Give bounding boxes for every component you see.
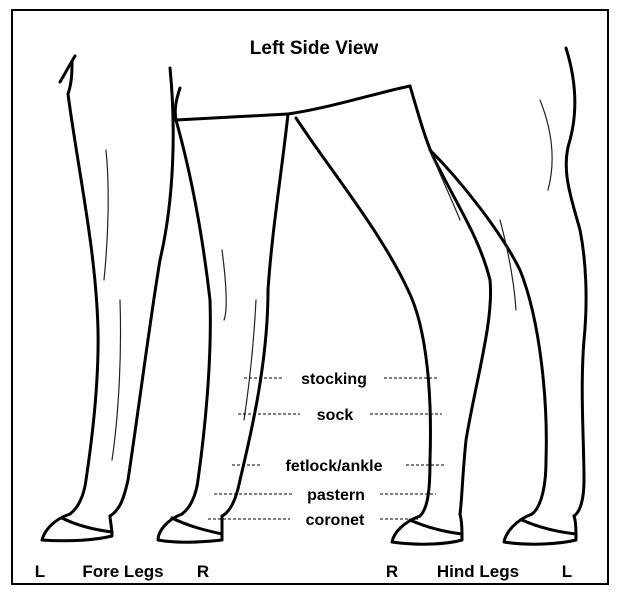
hind-left-label: L bbox=[562, 562, 572, 581]
left-hind-leg bbox=[430, 48, 586, 544]
right-hind-leg bbox=[296, 86, 491, 544]
fore-left-label: L bbox=[35, 562, 45, 581]
right-fore-leg bbox=[158, 88, 288, 542]
coronet-label: coronet bbox=[306, 512, 365, 529]
hind-legs-label: Hind Legs bbox=[437, 562, 519, 581]
pastern-label: pastern bbox=[307, 487, 365, 504]
stocking-label: stocking bbox=[301, 371, 367, 388]
fore-legs-label: Fore Legs bbox=[82, 562, 163, 581]
left-fore-leg bbox=[42, 56, 173, 541]
diagram-title: Left Side View bbox=[250, 38, 379, 59]
fetlock-label: fetlock/ankle bbox=[286, 458, 383, 475]
fore-right-label: R bbox=[197, 562, 209, 581]
hind-right-label: R bbox=[386, 562, 398, 581]
sock-label: sock bbox=[317, 407, 354, 424]
belly-line bbox=[288, 86, 410, 114]
